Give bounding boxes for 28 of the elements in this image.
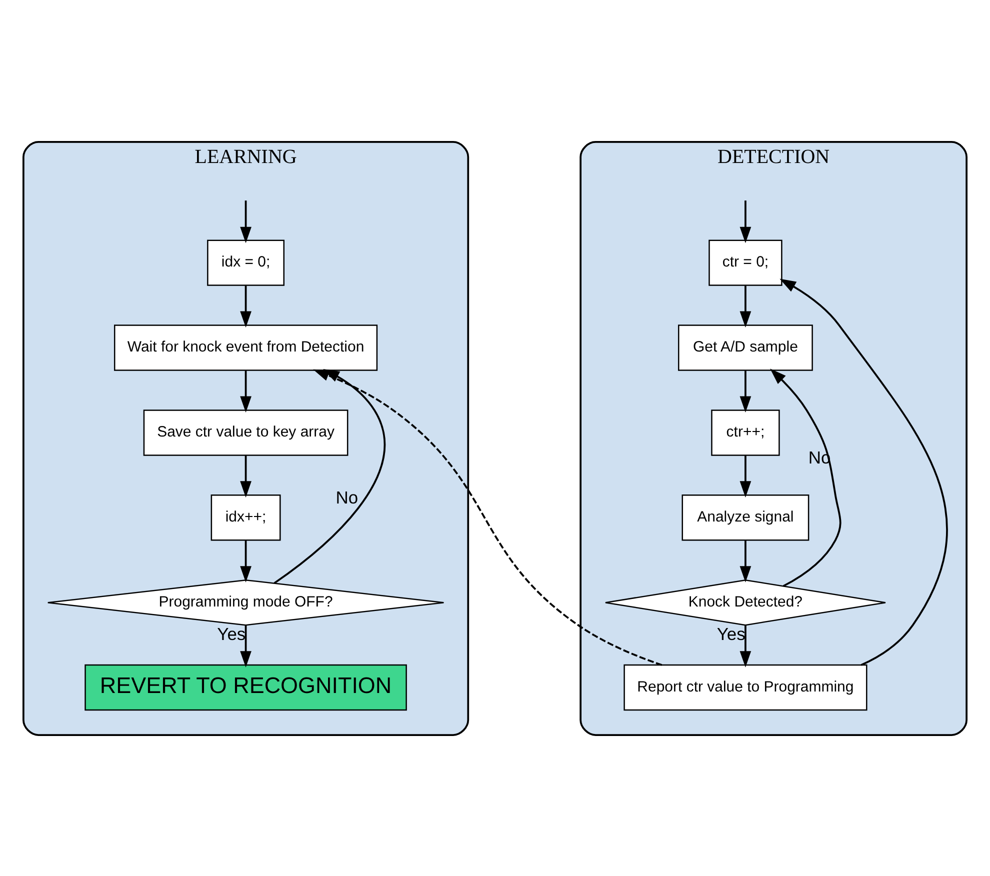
node-box: idx = 0;: [207, 239, 284, 286]
arrow: [240, 285, 252, 328]
node-diamond: Programming mode OFF?: [47, 578, 444, 626]
node-box: Wait for knock event from Detection: [114, 324, 378, 370]
arrow: [240, 200, 252, 243]
arrow: [240, 370, 252, 412]
arrow: [740, 455, 752, 497]
arrow: [240, 455, 252, 497]
arrow: [740, 285, 752, 328]
arrow: [240, 540, 252, 582]
node-box: ctr++;: [711, 409, 780, 456]
node-box: Get A/D sample: [678, 324, 813, 370]
arrow: [740, 540, 752, 582]
arrow: [780, 278, 948, 666]
node-box: ctr = 0;: [708, 239, 782, 286]
edge-label: Yes: [217, 623, 246, 644]
node-box: idx++;: [210, 494, 281, 540]
node-box: Save ctr value to key array: [143, 409, 348, 456]
node-box: REVERT TO RECOGNITION: [84, 664, 407, 710]
edge-label: No: [336, 486, 358, 507]
arrow: [740, 370, 752, 412]
node-box: Report ctr value to Programming: [624, 664, 868, 710]
node-box: Analyze signal: [682, 494, 810, 540]
arrow: [740, 625, 752, 667]
arrow: [770, 368, 842, 586]
arrow: [740, 200, 752, 243]
node-diamond: Knock Detected?: [604, 578, 886, 626]
arrow: [240, 625, 252, 667]
